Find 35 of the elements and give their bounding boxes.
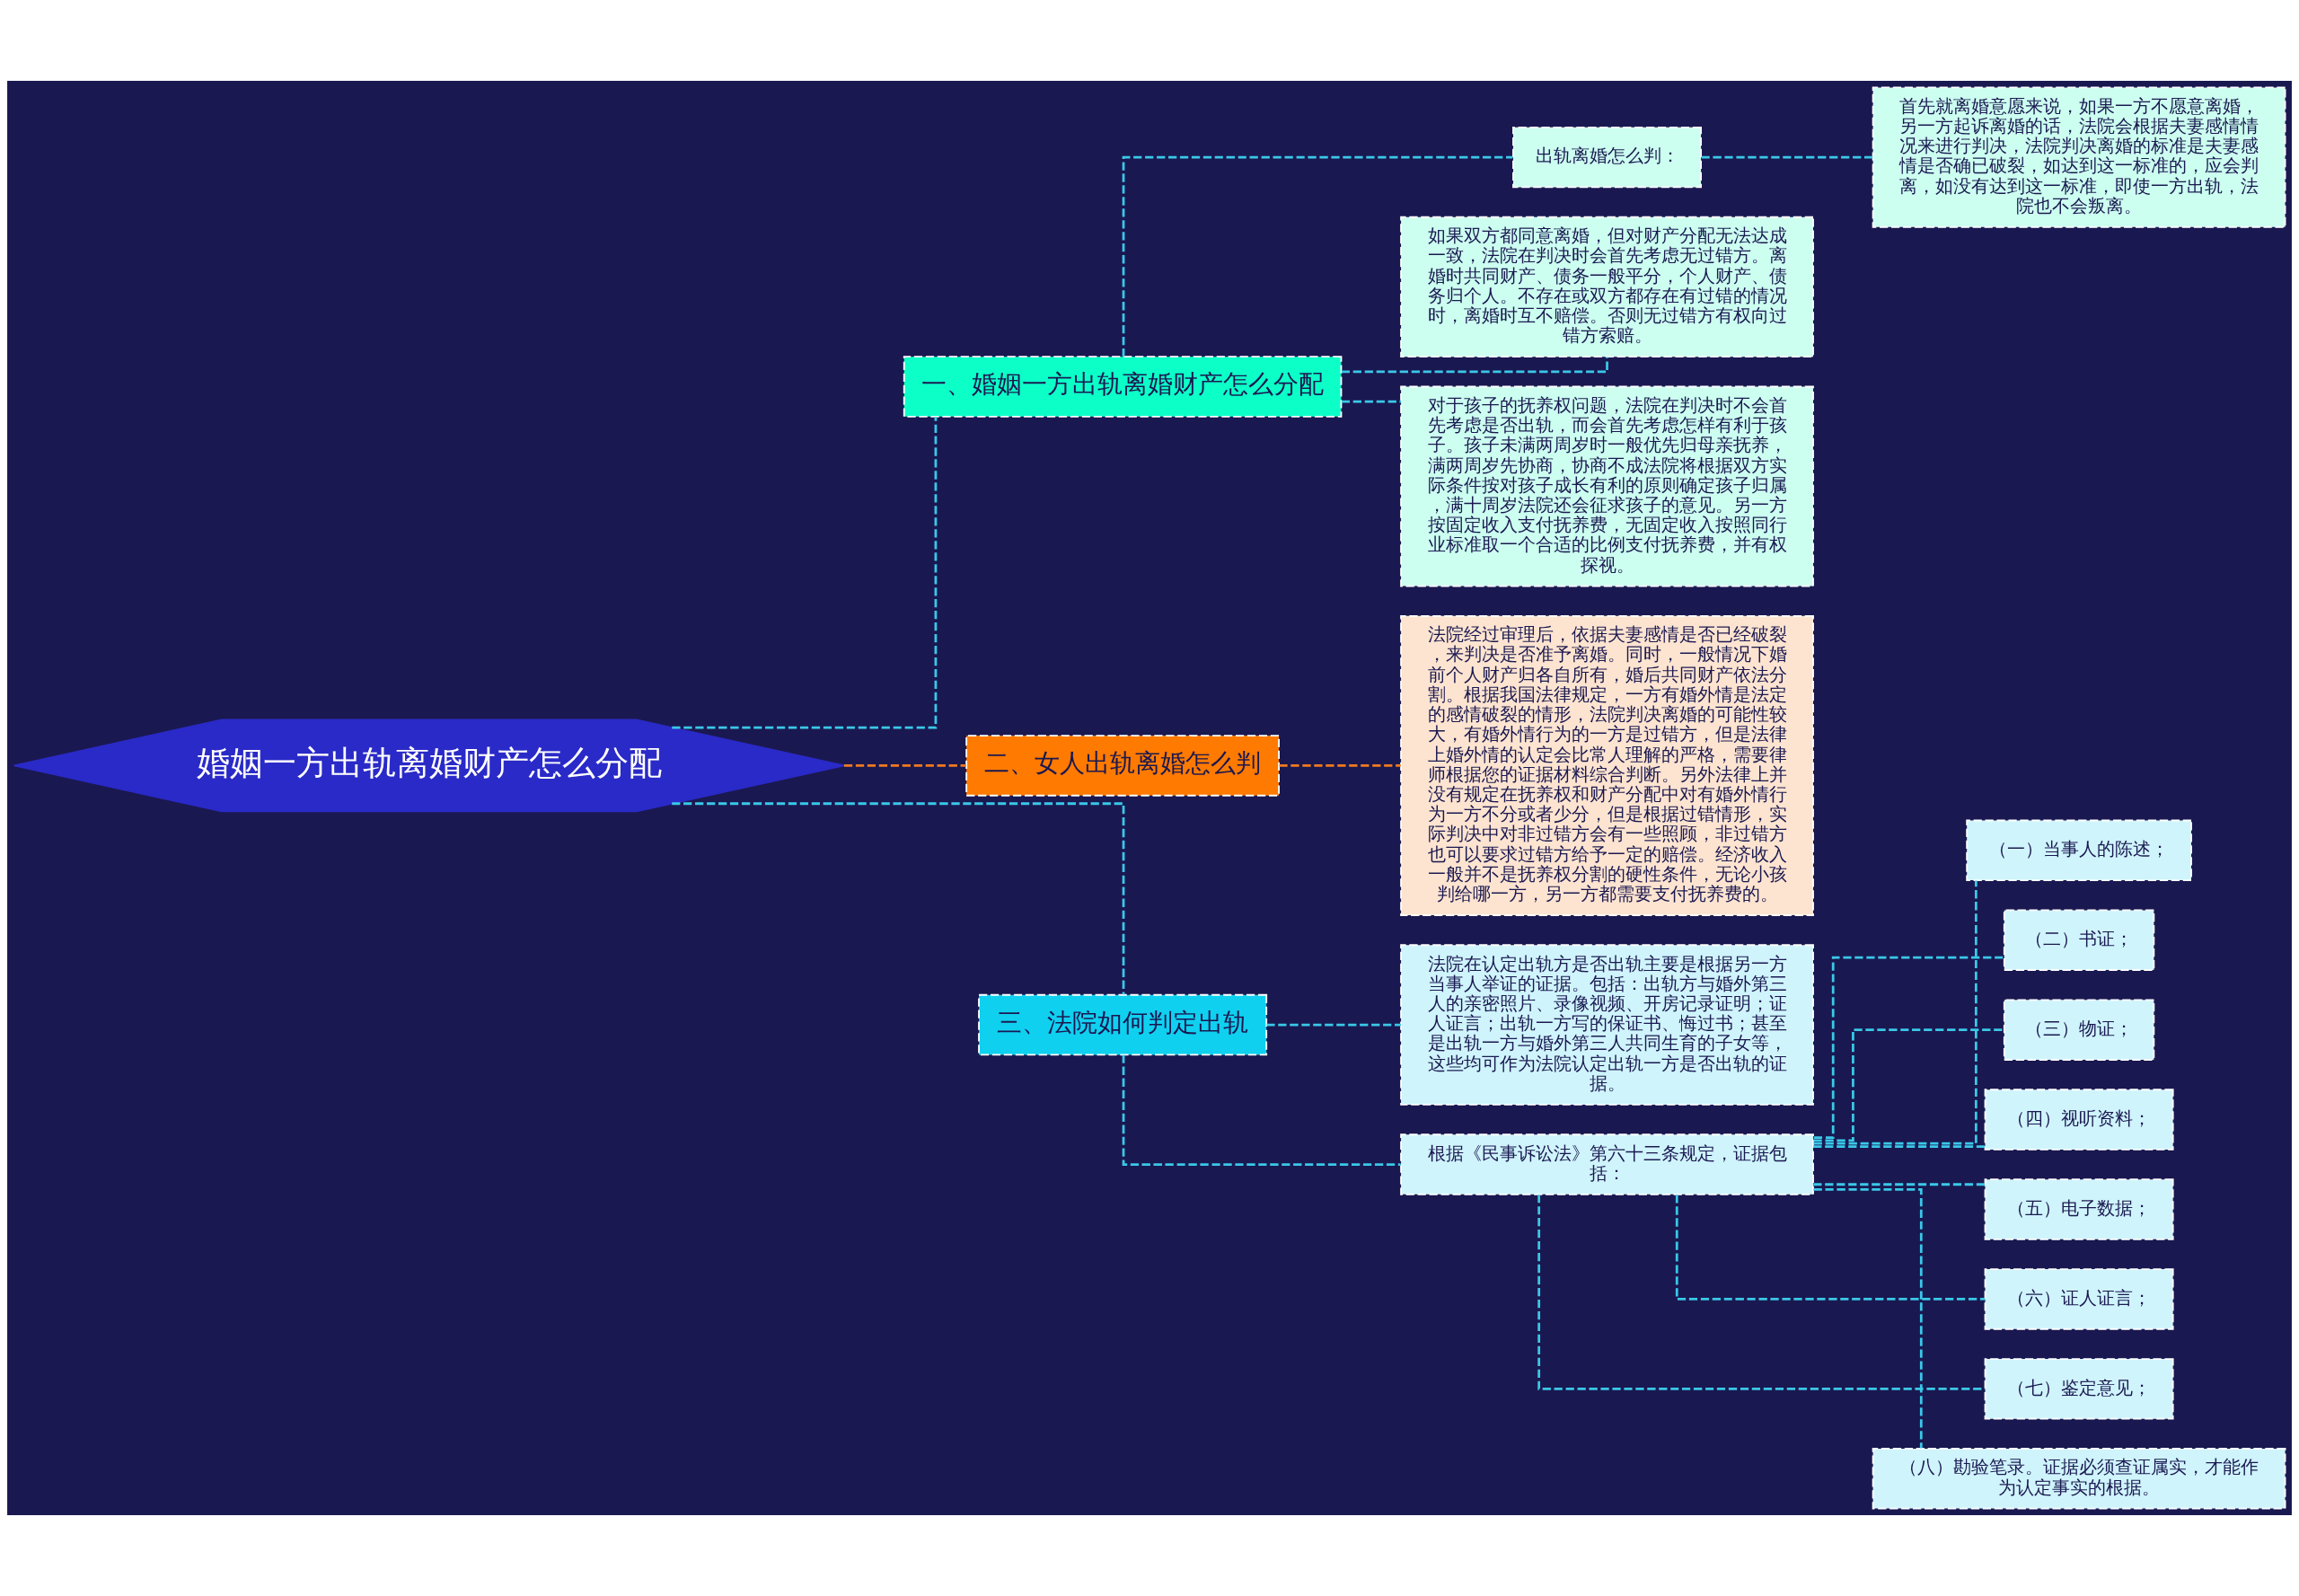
connector <box>1122 155 1513 357</box>
node-box: 如果双方都同意离婚，但对财产分配无法达成一致，法院在判决时会首先考虑无过错方。离婚时共同财产、债务一般平分，个人财产、债务归个人。不存在或双方都存在有过错的情况时，离婚时互不赔偿。否则无过错方有权向过错方索赔。 <box>1400 216 1814 358</box>
connector <box>1675 1195 1986 1301</box>
connector <box>1341 400 1402 403</box>
connector <box>843 764 966 767</box>
connector <box>1122 1054 1401 1166</box>
connector <box>1813 956 2004 1139</box>
node-box: （八）勘验笔录。证据必须查证属实，才能作为认定事实的根据。 <box>1872 1448 2286 1510</box>
connector <box>1813 1187 1923 1449</box>
node-box: （六）证人证言； <box>1984 1268 2174 1330</box>
node-box: （四）视听资料； <box>1984 1089 2174 1151</box>
node-box: 首先就离婚意愿来说，如果一方不愿意离婚，另一方起诉离婚的话，法院会根据夫妻感情情况来进行判决，法院判决离婚的标准是夫妻感情是否确已破裂，如达到这一标准的，应会判离，如没有达到这一标准，即使一方出轨，法院也不会叛离。 <box>1872 86 2286 228</box>
connector <box>672 417 938 729</box>
node-box: 根据《民事诉讼法》第六十三条规定，证据包括： <box>1400 1133 1814 1195</box>
connector <box>1813 1028 2004 1142</box>
node-box: 法院在认定出轨方是否出轨主要是根据另一方当事人举证的证据。包括：出轨方与婚外第三人的亲密照片、录像视频、开房记录证明；证人证言；出轨一方写的保证书、悔过书；甚至是出轨一方与婚外第三人共同生育的子女等，这些均可作为法院认定出轨一方是否出轨的证据。 <box>1400 944 1814 1106</box>
connector <box>1813 880 1977 1145</box>
node-box: 对于孩子的抚养权问题，法院在判决时不会首先考虑是否出轨，而会首先考虑怎样有利于孩子。孩子未满两周岁时一般优先归母亲抚养，满两周岁先协商，协商不成法院将根据双方实际条件按对孩子成长有利的原则确定孩子归属，满十周岁法院还会征求孩子的意见。另一方按固定收入支付抚养费，无固定收入按照同行业标准取一个合适的比例支付抚养费，并有权探视。 <box>1400 385 1814 587</box>
node-box: 三、法院如何判定出轨 <box>978 993 1268 1056</box>
node-box: 出轨离婚怎么判： <box>1512 126 1703 189</box>
connector <box>1701 155 1873 159</box>
connector <box>1813 1183 1986 1186</box>
connector <box>1279 764 1401 767</box>
node-box: （七）鉴定意见； <box>1984 1358 2174 1420</box>
connector <box>1266 1023 1401 1027</box>
node-box: （二）书证； <box>2003 909 2155 971</box>
connector <box>1813 1145 1986 1148</box>
connector <box>672 802 1125 995</box>
node-box: 二、女人出轨离婚怎么判 <box>965 735 1280 797</box>
node-box: （五）电子数据； <box>1984 1178 2174 1240</box>
node-box: （三）物证； <box>2003 999 2155 1061</box>
node-box: 法院经过审理后，依据夫妻感情是否已经破裂，来判决是否准予离婚。同时，一般情况下婚前个人财产归各自所有，婚后共同财产依法分割。根据我国法律规定，一方有婚外情是法定的感情破裂的情形，法院判决离婚的可能性较大，有婚外情行为的一方是过错方，但是法律上婚外情的认定会比常人理解的严格，需要律师根据您的证据材料综合判断。另外法律上并没有规定在抚养权和财产分配中对有婚外情行为一方不分或者少分，但是根据过错情形，实际判决中对非过错方会有一些照顾，非过错方也可以要求过错方给予一定的赔偿。经济收入一般并不是抚养权分割的硬性条件，无论小孩判给哪一方，另一方都需要支付抚养费的。 <box>1400 614 1814 916</box>
node-box: 一、婚姻一方出轨离婚财产怎么分配 <box>903 356 1343 418</box>
connector <box>1537 1195 1986 1390</box>
node-box: （一）当事人的陈述； <box>1966 819 2192 882</box>
